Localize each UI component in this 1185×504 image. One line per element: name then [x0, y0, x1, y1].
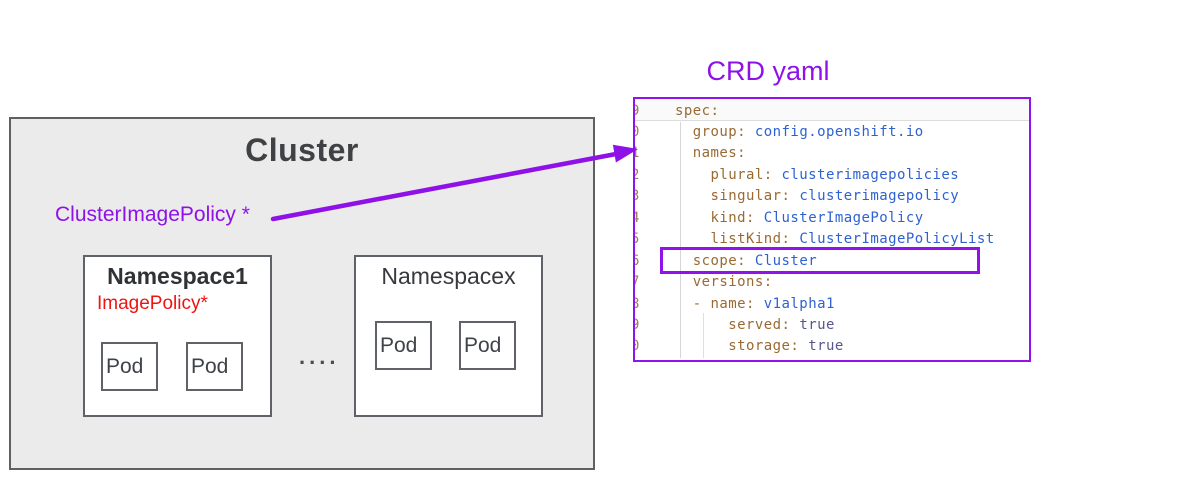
code-line: 1 names:: [635, 143, 1029, 164]
code-text: storage: true: [675, 338, 844, 355]
crd-yaml-code-box: 9spec:0 group: config.openshift.io1 name…: [633, 97, 1031, 362]
line-number: 7: [635, 272, 640, 293]
line-number: 9: [635, 101, 640, 122]
code-text: spec:: [675, 102, 720, 119]
code-line: 4 kind: ClusterImagePolicy: [635, 208, 1029, 229]
cluster-box: Cluster ClusterImagePolicy * Namespace1 …: [9, 117, 595, 470]
pod-label: Pod: [191, 354, 229, 378]
code-line: 2 plural: clusterimagepolicies: [635, 165, 1029, 186]
code-line: 9 spec:: [635, 101, 1029, 122]
current-line-highlight: [635, 99, 1029, 121]
code-line: 6 scope: Cluster: [635, 251, 1029, 272]
code-text: listKind: ClusterImagePolicyList: [675, 231, 995, 248]
line-number: 6: [635, 251, 640, 272]
indent-guide-line: [703, 313, 704, 358]
line-number: 2: [635, 165, 640, 186]
namespacex-title: Namespacex: [381, 263, 516, 289]
code-text: kind: ClusterImagePolicy: [675, 209, 924, 226]
pod-label: Pod: [106, 354, 144, 378]
code-text: versions:: [675, 274, 773, 291]
line-number: 8: [635, 294, 640, 315]
cluster-image-policy-label: ClusterImagePolicy *: [55, 203, 250, 226]
code-line: 5 listKind: ClusterImagePolicyList: [635, 229, 1029, 250]
line-number: 5: [635, 229, 640, 250]
pod-label: Pod: [380, 333, 418, 357]
gutter-separator-line: [680, 122, 681, 358]
line-number: 1: [635, 143, 640, 164]
code-line: 0 storage: true: [635, 336, 1029, 357]
code-line: 9 served: true: [635, 315, 1029, 336]
code-text: group: config.openshift.io: [675, 123, 924, 140]
pod-box: Pod: [375, 321, 432, 370]
code-text: - name: v1alpha1: [675, 295, 835, 312]
code-text: served: true: [675, 317, 835, 333]
code-text: singular: clusterimagepolicy: [675, 188, 960, 205]
pod-box: Pod: [459, 321, 516, 370]
namespacex-box: Namespacex Pod Pod: [354, 255, 543, 417]
cluster-title: Cluster: [245, 132, 359, 168]
code-text: names:: [675, 145, 747, 162]
code-text: plural: clusterimagepolicies: [675, 166, 960, 183]
namespace1-title: Namespace1: [107, 263, 248, 289]
pod-label: Pod: [464, 333, 502, 357]
line-number: 4: [635, 208, 640, 229]
code-line: 8 - name: v1alpha1: [635, 294, 1029, 315]
code-line: 0 group: config.openshift.io: [635, 122, 1029, 143]
crd-yaml-title: CRD yaml: [706, 56, 830, 86]
namespace1-box: Namespace1 ImagePolicy* Pod Pod: [83, 255, 272, 417]
ellipsis-dots: ....: [299, 344, 340, 369]
line-number: 0: [635, 122, 640, 143]
pod-box: Pod: [186, 342, 243, 391]
code-line: 7 versions:: [635, 272, 1029, 293]
image-policy-label: ImagePolicy*: [97, 293, 208, 314]
line-number: 9: [635, 315, 640, 336]
line-number: 0: [635, 336, 640, 357]
code-line: 3 singular: clusterimagepolicy: [635, 186, 1029, 207]
scope-highlight-box: [660, 247, 980, 274]
pod-box: Pod: [101, 342, 158, 391]
line-number: 3: [635, 186, 640, 207]
code-text: scope: Cluster: [675, 252, 818, 269]
